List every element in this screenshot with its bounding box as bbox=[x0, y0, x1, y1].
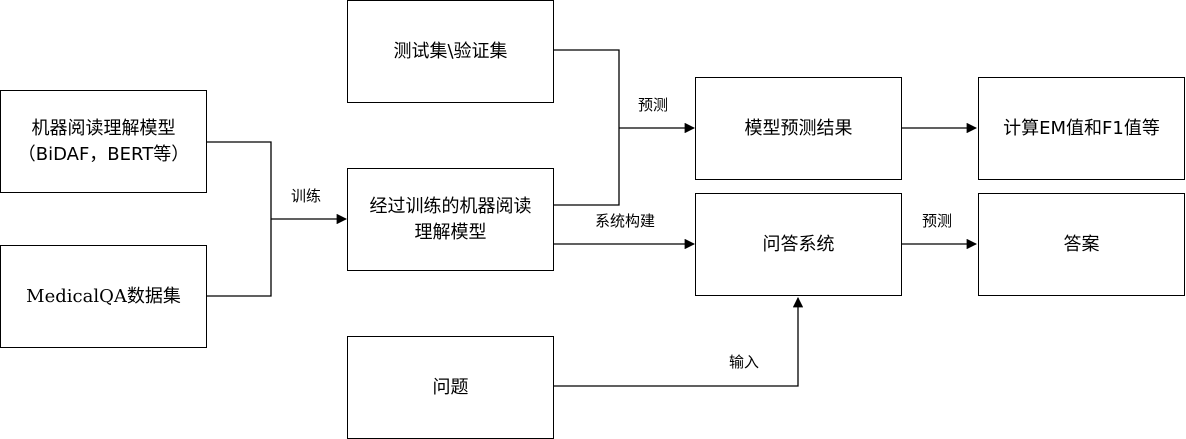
edge-label-predict-upper: 预测 bbox=[637, 96, 670, 114]
edge-label-input: 输入 bbox=[728, 353, 761, 371]
edge-label-train: 训练 bbox=[290, 187, 323, 205]
edge-label-build-system: 系统构建 bbox=[594, 212, 657, 230]
node-question: 问题 bbox=[347, 336, 554, 439]
node-qa-system-label: 问答系统 bbox=[762, 233, 835, 255]
connector-testset-to-merge bbox=[554, 49, 620, 128]
node-medicalqa-dataset: MedicalQA数据集 bbox=[0, 245, 207, 348]
node-test-val-set: 测试集\验证集 bbox=[347, 0, 554, 103]
edge-label-predict-lower: 预测 bbox=[921, 212, 954, 230]
node-compute-metrics: 计算EM值和F1值等 bbox=[978, 77, 1185, 180]
node-test-val-set-label: 测试集\验证集 bbox=[393, 40, 508, 62]
node-answer: 答案 bbox=[978, 193, 1185, 296]
node-mrc-model: 机器阅读理解模型 （BiDAF，BERT等） bbox=[0, 90, 207, 193]
connector-trained-to-merge bbox=[554, 128, 620, 206]
node-trained-model-line1: 经过训练的机器阅读 bbox=[369, 195, 532, 217]
node-prediction-result: 模型预测结果 bbox=[695, 77, 902, 180]
connector-model-to-merge bbox=[207, 141, 272, 219]
node-qa-system: 问答系统 bbox=[695, 193, 902, 296]
node-mrc-model-line2: （BiDAF，BERT等） bbox=[17, 143, 190, 165]
node-compute-metrics-label: 计算EM值和F1值等 bbox=[1003, 117, 1160, 139]
node-medicalqa-dataset-label: MedicalQA数据集 bbox=[26, 285, 181, 307]
connector-dataset-to-merge bbox=[207, 219, 272, 297]
node-answer-label: 答案 bbox=[1063, 233, 1100, 255]
node-prediction-result-label: 模型预测结果 bbox=[744, 117, 853, 139]
node-trained-model: 经过训练的机器阅读 理解模型 bbox=[347, 168, 554, 271]
node-question-label: 问题 bbox=[432, 376, 469, 398]
node-mrc-model-line1: 机器阅读理解模型 bbox=[31, 117, 176, 139]
node-trained-model-line2: 理解模型 bbox=[414, 221, 487, 243]
arrow-input bbox=[554, 296, 804, 387]
